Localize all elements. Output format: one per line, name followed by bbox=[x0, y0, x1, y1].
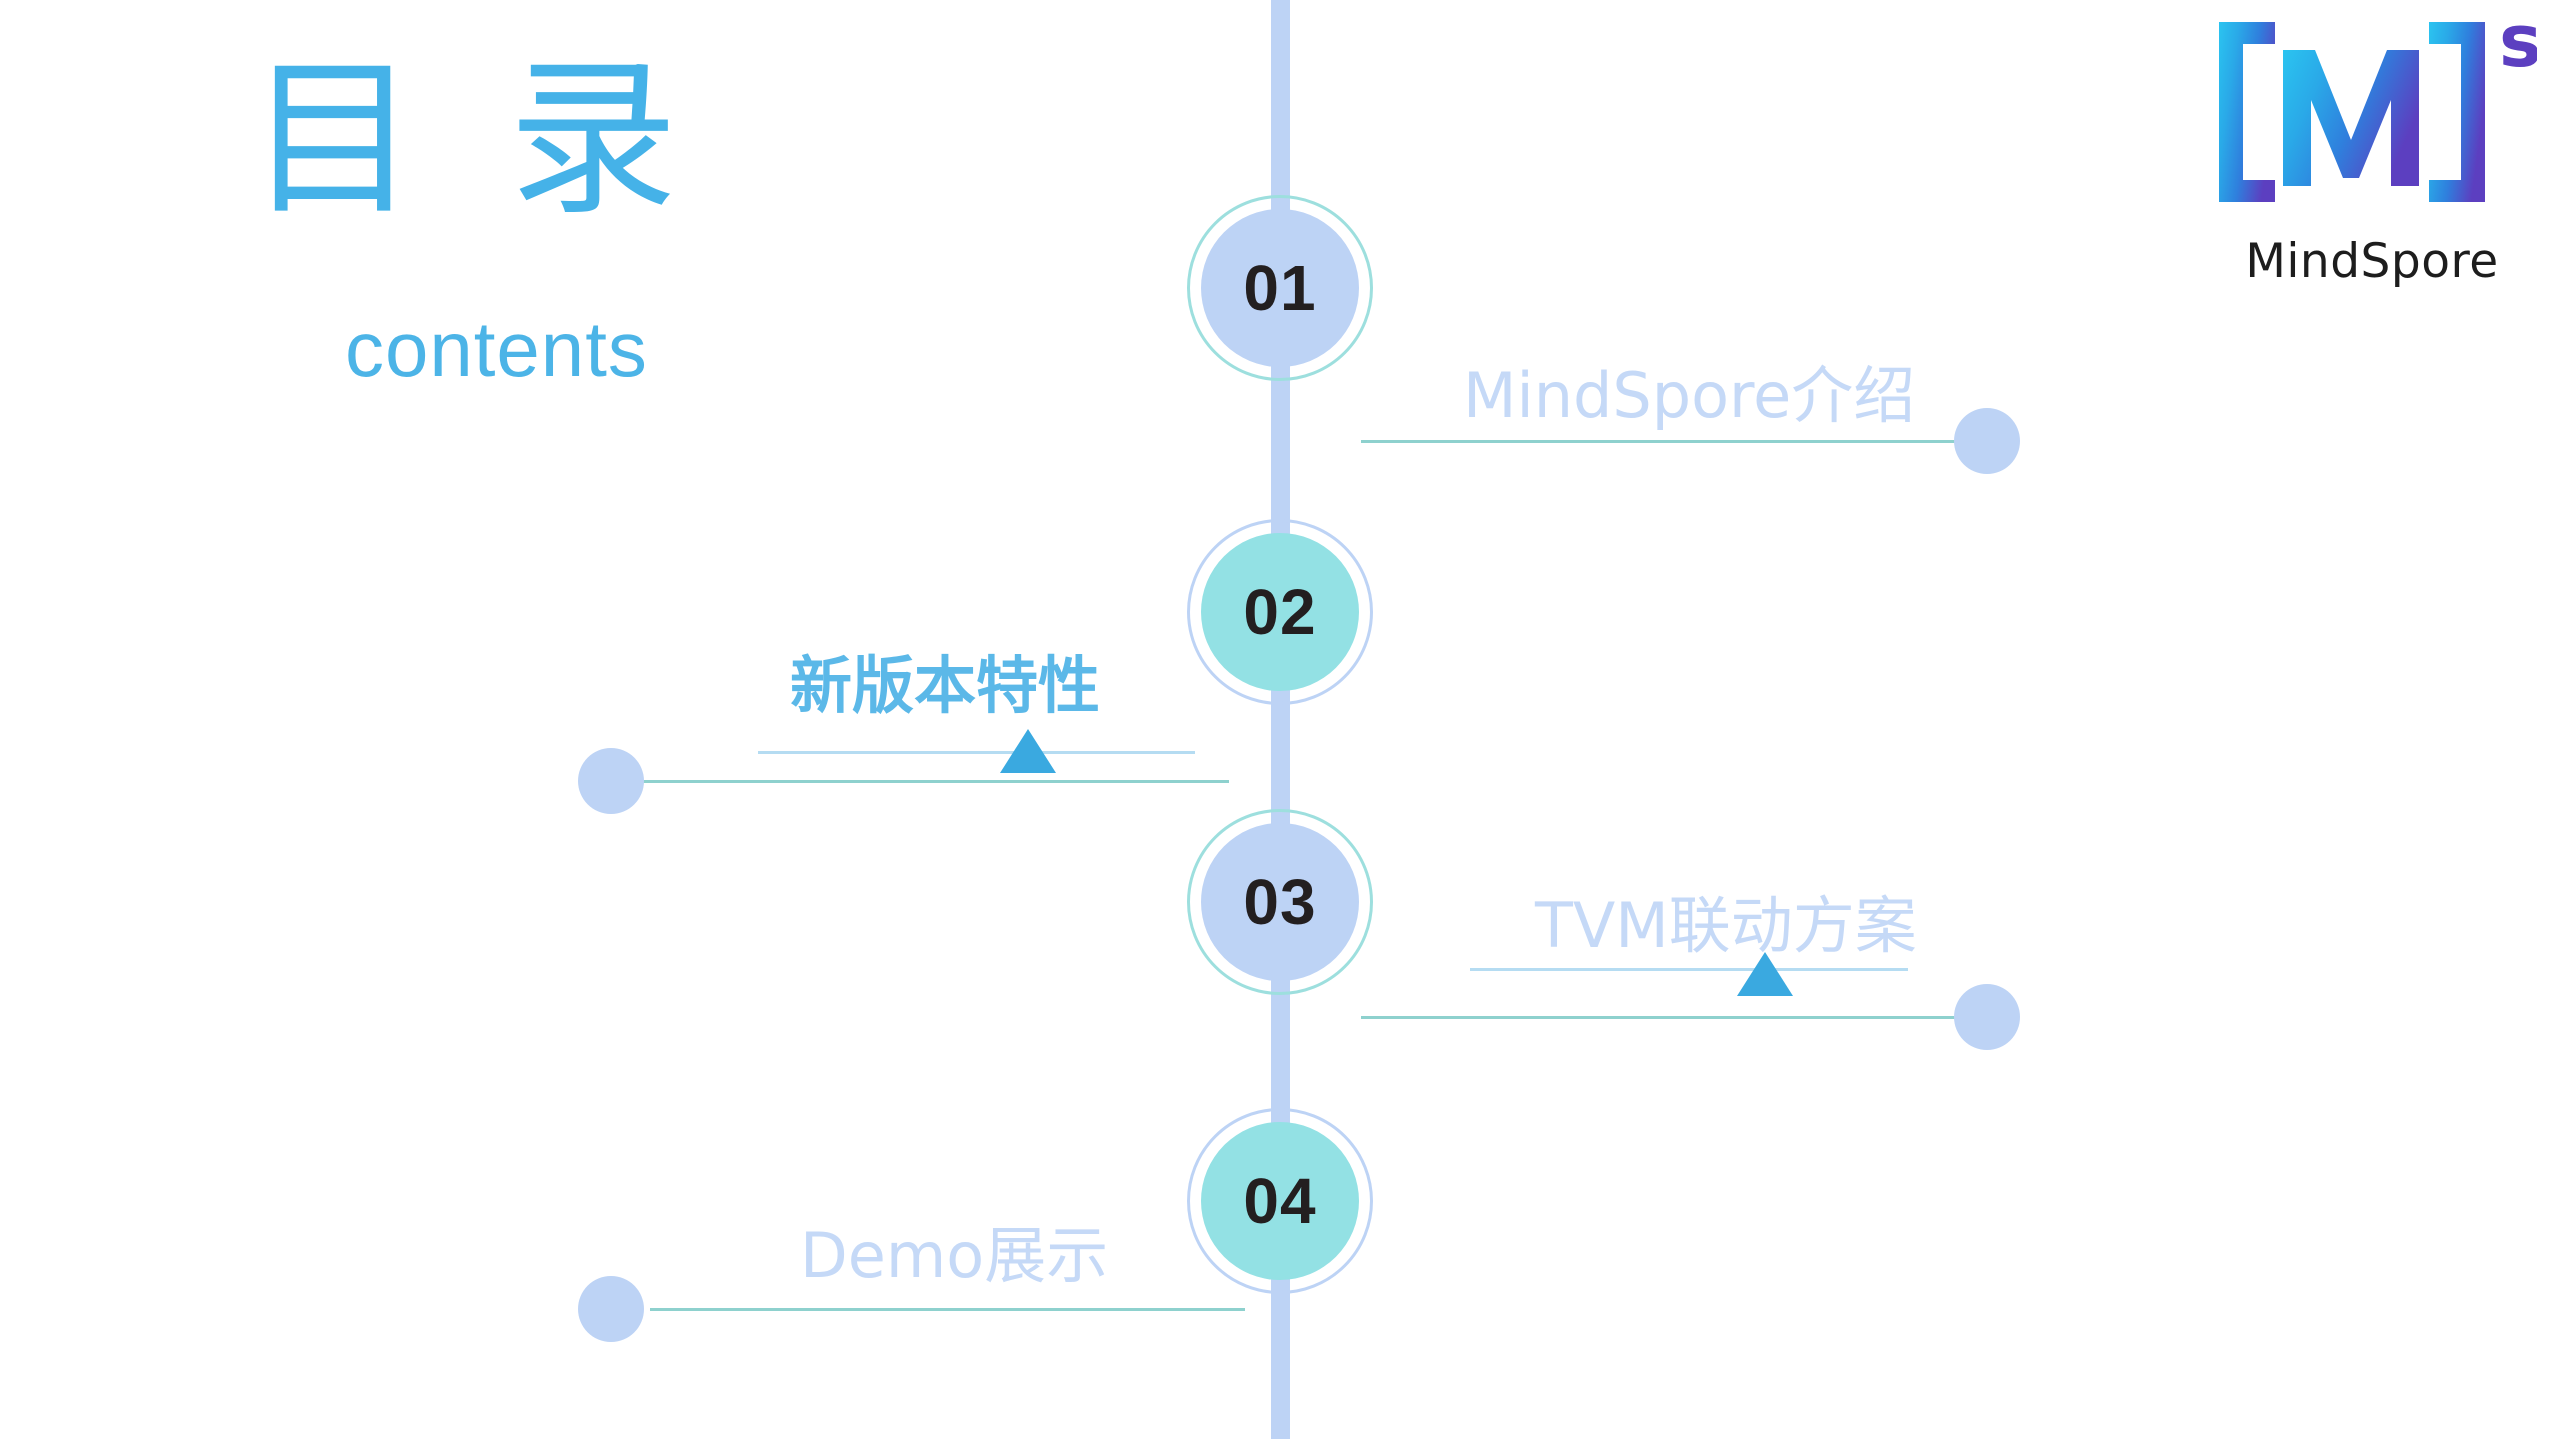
end-dot-04 bbox=[578, 1276, 644, 1342]
node-ring-02 bbox=[1187, 519, 1373, 705]
timeline-node-03[interactable]: 03 bbox=[1187, 809, 1373, 995]
node-ring-01 bbox=[1187, 195, 1373, 381]
node-number-02: 02 bbox=[1243, 576, 1317, 648]
timeline-node-01[interactable]: 01 bbox=[1187, 195, 1373, 381]
timeline-node-04[interactable]: 04 bbox=[1187, 1108, 1373, 1294]
node-ring-04 bbox=[1187, 1108, 1373, 1294]
page-subtitle: contents bbox=[345, 305, 648, 393]
connector-line-blue-02 bbox=[758, 751, 1195, 754]
connector-line-teal-03 bbox=[1361, 1016, 2001, 1019]
node-number-04: 04 bbox=[1243, 1165, 1317, 1237]
item-label-03[interactable]: TVM联动方案 bbox=[1535, 889, 1917, 962]
node-number-01: 01 bbox=[1243, 252, 1317, 324]
svg-text:s: s bbox=[2499, 8, 2537, 83]
connector-line-blue-03 bbox=[1470, 968, 1908, 971]
triangle-marker-icon-03 bbox=[1737, 952, 1793, 996]
item-label-02[interactable]: 新版本特性 bbox=[790, 649, 1101, 722]
item-label-04[interactable]: Demo展示 bbox=[800, 1219, 1109, 1292]
end-dot-03 bbox=[1954, 984, 2020, 1050]
connector-line-teal-04 bbox=[650, 1308, 1245, 1311]
page-title: 目 录 bbox=[248, 41, 697, 239]
end-dot-02 bbox=[578, 748, 644, 814]
connector-line-teal-01 bbox=[1361, 440, 2001, 443]
mindspore-wordmark: MindSpore bbox=[2245, 234, 2499, 289]
triangle-marker-icon-02 bbox=[1000, 729, 1056, 773]
connector-line-teal-02 bbox=[637, 780, 1229, 783]
node-number-03: 03 bbox=[1243, 866, 1317, 938]
mindspore-logo-icon: s bbox=[2219, 8, 2537, 202]
end-dot-01 bbox=[1954, 408, 2020, 474]
item-label-01[interactable]: MindSpore介绍 bbox=[1463, 359, 1916, 432]
mindspore-logo: s MindSpore bbox=[2207, 8, 2537, 298]
timeline-node-02[interactable]: 02 bbox=[1187, 519, 1373, 705]
node-ring-03 bbox=[1187, 809, 1373, 995]
